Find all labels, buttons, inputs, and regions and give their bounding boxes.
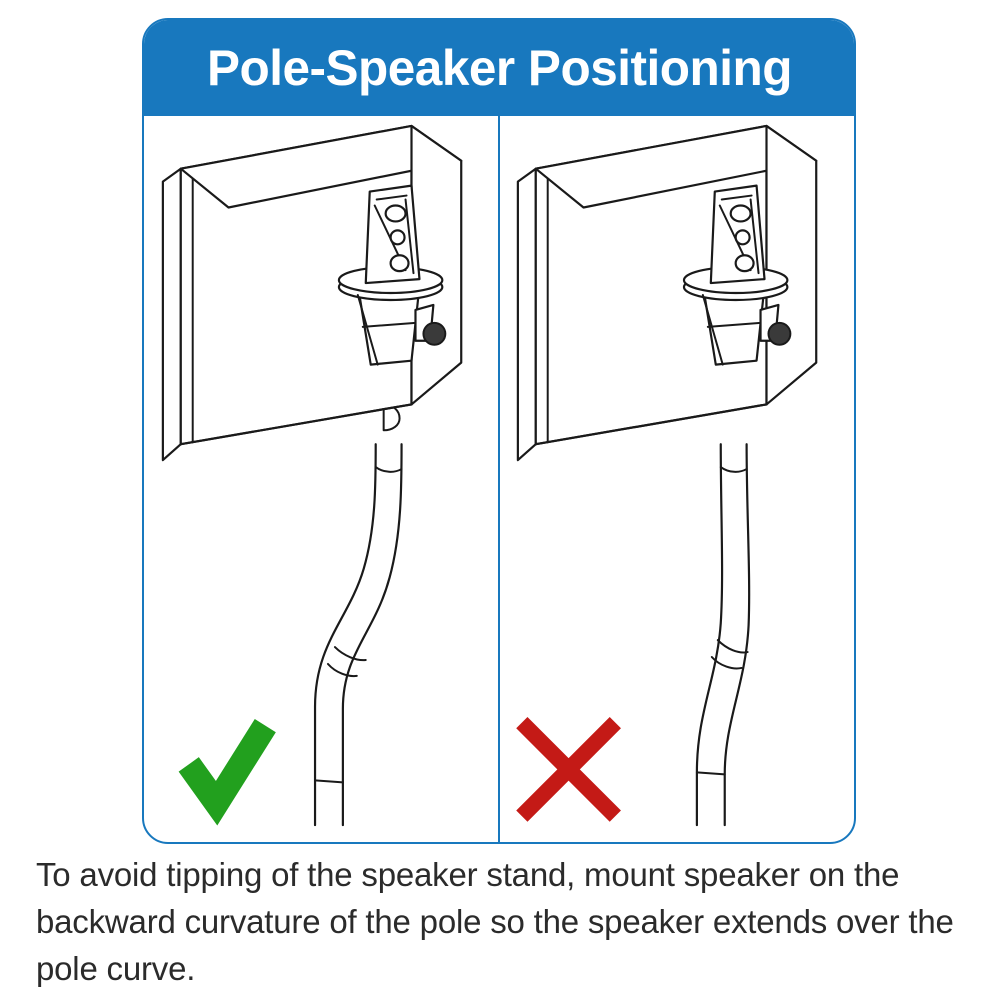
correct-diagram: [161, 124, 463, 827]
incorrect-diagram: [516, 124, 818, 827]
checkmark-icon: [178, 719, 276, 826]
speaker-pole-incorrect: [695, 443, 751, 827]
pole-mount-bracket-correct: [337, 184, 447, 366]
speaker-cabinet-incorrect: [516, 124, 818, 462]
speaker-pole-correct: [313, 403, 403, 827]
caption-text: To avoid tipping of the speaker stand, m…: [36, 856, 954, 987]
panel-incorrect: [499, 116, 854, 842]
instruction-card: Pole-Speaker Positioning: [142, 18, 856, 844]
page-title: Pole-Speaker Positioning: [206, 40, 792, 96]
panel-divider: [498, 116, 500, 842]
panel-correct: [144, 116, 499, 842]
pole-mount-bracket-incorrect: [682, 184, 792, 366]
cross-icon: [516, 717, 621, 822]
panels-container: [144, 116, 854, 842]
card-header: Pole-Speaker Positioning: [144, 20, 854, 116]
